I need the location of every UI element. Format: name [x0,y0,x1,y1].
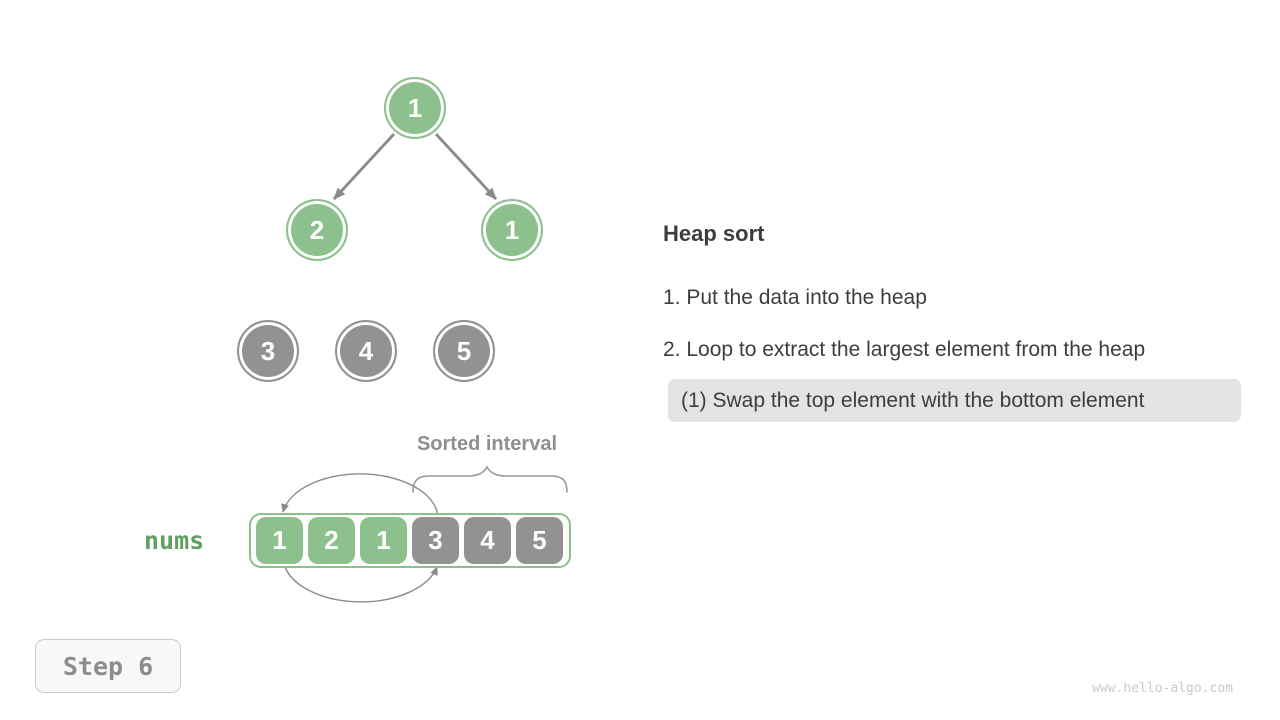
watermark: www.hello-algo.com [1092,681,1233,696]
sorted-interval-brace [412,465,568,493]
tree-node-removed-3: 3 [237,320,299,382]
nums-array: 1 2 1 3 4 5 [249,513,571,568]
swap-arrow-bottom-icon [283,563,438,603]
tree-node-root: 1 [384,77,446,139]
step-badge: Step 6 [35,639,181,693]
sorted-interval-label: Sorted interval [416,433,558,455]
tree-edge-root-to-left-arrow-icon [332,133,396,200]
array-cell-1: 2 [308,517,355,564]
tree-edge-root-to-right-arrow-icon [434,133,498,200]
array-cell-3: 3 [412,517,459,564]
tree-node-removed-4: 4 [335,320,397,382]
algorithm-step-1-text: 1. Put the data into the heap [663,286,927,309]
array-name-label: nums [144,526,205,555]
array-cell-2: 1 [360,517,407,564]
tree-node-removed-5: 5 [433,320,495,382]
array-cell-5: 5 [516,517,563,564]
page-title: Heap sort [663,221,765,246]
tree-node-right-child: 1 [481,199,543,261]
array-cell-4: 4 [464,517,511,564]
algorithm-step-2-text: 2. Loop to extract the largest element f… [663,338,1146,361]
current-substep-highlight: (1) Swap the top element with the bottom… [668,379,1241,422]
tree-node-left-child: 2 [286,199,348,261]
array-cell-0: 1 [256,517,303,564]
